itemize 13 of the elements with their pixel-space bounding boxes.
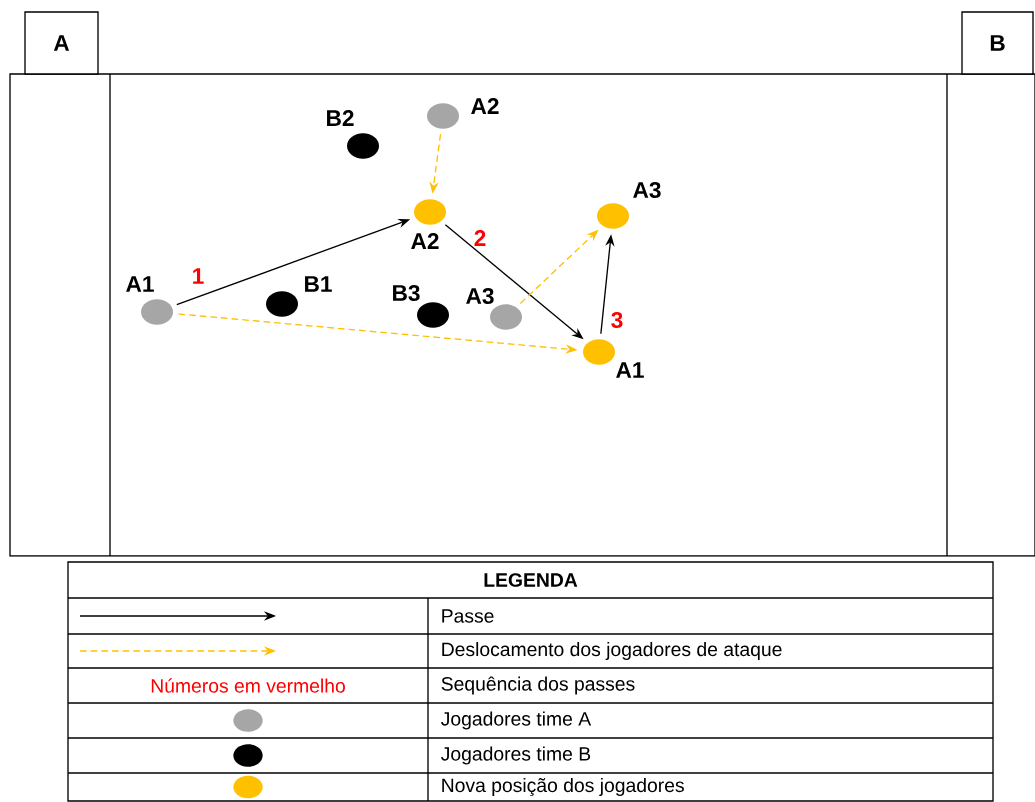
pass-number: 2 — [474, 230, 486, 246]
legend-sample-text: Números em vermelho — [151, 678, 345, 693]
legend-text: Passe — [442, 609, 494, 623]
pass-number: 1 — [193, 268, 204, 284]
legend-text: Deslocamento dos jogadores de ataque — [442, 642, 782, 660]
zone-tab: A — [24, 11, 99, 75]
legend-heading: LEGENDA — [484, 573, 578, 587]
pass-number: 3 — [611, 311, 623, 329]
zone-tab: B — [961, 11, 1034, 75]
legend-text: Jogadores time B — [441, 746, 591, 765]
legend-text: Sequência dos passes — [441, 676, 635, 695]
legend-text: Nova posição dos jogadores — [442, 777, 684, 797]
legend-text: Jogadores time A — [441, 711, 592, 730]
